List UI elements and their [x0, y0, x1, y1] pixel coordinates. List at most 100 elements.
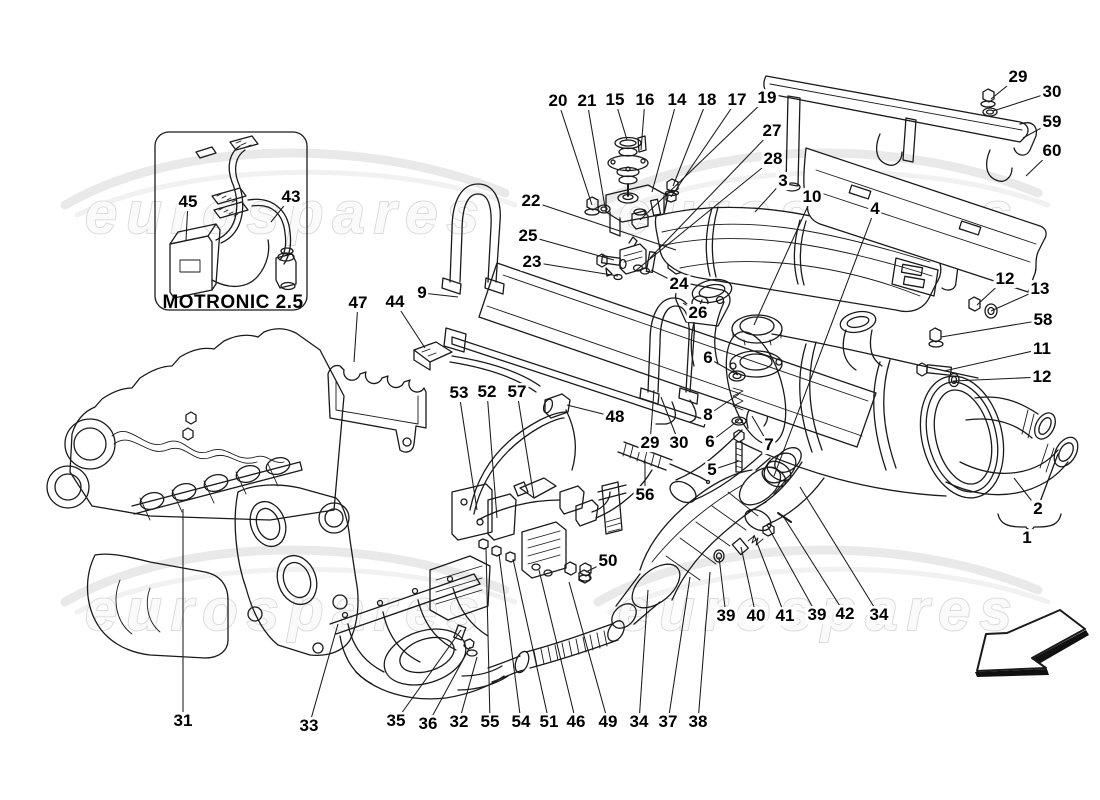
muffler-main-body	[669, 296, 1005, 532]
flex-pipe	[487, 620, 625, 683]
part-label-7: 7	[762, 435, 776, 455]
part-label-51: 51	[537, 712, 561, 732]
part-label-38: 38	[686, 712, 710, 732]
part-label-26: 26	[686, 303, 710, 323]
part-label-47: 47	[346, 293, 370, 313]
leader-line	[667, 576, 691, 723]
upper-heat-shields	[763, 75, 1047, 293]
leader-line	[458, 392, 478, 511]
part-label-14: 14	[665, 90, 689, 110]
leader-line	[308, 623, 339, 727]
leader-line	[670, 99, 738, 198]
engine-cylinder-head	[46, 328, 345, 521]
leader-line	[651, 99, 678, 193]
part-label-24: 24	[667, 274, 691, 294]
part-label-9: 9	[415, 283, 429, 303]
part-label-29: 29	[638, 433, 662, 453]
part-label-41: 41	[773, 606, 797, 626]
motronic-inset-box	[154, 131, 308, 311]
leader-line	[799, 486, 880, 616]
engine-timing-cover	[234, 484, 359, 656]
part-label-58: 58	[1031, 310, 1055, 330]
leader-line	[740, 546, 757, 617]
leader-line	[516, 391, 535, 499]
part-label-21: 21	[575, 91, 599, 111]
leader-line	[353, 302, 359, 363]
part-label-12: 12	[993, 269, 1017, 289]
direction-arrow	[975, 609, 1089, 677]
leader-line	[940, 319, 1044, 338]
part-label-39: 39	[714, 606, 738, 626]
part-label-2: 2	[1031, 499, 1045, 519]
part-label-5: 5	[705, 460, 719, 480]
part-label-59: 59	[1040, 112, 1064, 132]
watermark-swoosh	[593, 545, 1043, 607]
exhaust-manifold	[329, 573, 509, 700]
leader-line	[530, 200, 677, 251]
leader-line	[638, 589, 649, 723]
part-label-8: 8	[701, 405, 715, 425]
leader-line	[527, 235, 615, 261]
leader-line	[531, 261, 619, 277]
small-nuts-50	[578, 562, 592, 582]
part-label-54: 54	[509, 712, 533, 732]
part-label-55: 55	[478, 712, 502, 732]
leader-line	[753, 196, 813, 326]
part-label-16: 16	[633, 90, 657, 110]
tailpipes	[945, 396, 1079, 531]
part-label-36: 36	[416, 714, 440, 734]
leader-line	[773, 208, 876, 477]
part-label-42: 42	[833, 604, 857, 624]
leader-line	[557, 100, 593, 206]
leader-line	[395, 629, 462, 722]
part-label-30: 30	[1040, 82, 1064, 102]
part-label-53: 53	[447, 383, 471, 403]
part-label-56: 56	[633, 485, 657, 505]
part-label-10: 10	[800, 187, 824, 207]
leader-line	[672, 99, 708, 187]
leader-line	[486, 391, 498, 519]
leader-line	[512, 558, 550, 723]
part-label-43: 43	[279, 187, 303, 207]
leader-line	[943, 348, 1043, 372]
part-label-35: 35	[384, 711, 408, 731]
part-label-1: 1	[1020, 528, 1034, 548]
part-label-19: 19	[755, 88, 779, 108]
part-label-30: 30	[667, 433, 691, 453]
part-label-23: 23	[520, 252, 544, 272]
part-label-39: 39	[805, 605, 829, 625]
leader-line	[427, 646, 471, 725]
part-label-52: 52	[475, 382, 499, 402]
air-injection-valve	[584, 135, 680, 237]
part-label-44: 44	[383, 292, 407, 312]
part-label-31: 31	[171, 711, 195, 731]
leader-line	[568, 581, 609, 723]
part-label-34: 34	[867, 605, 891, 625]
part-label-18: 18	[695, 90, 719, 110]
leader-line	[649, 130, 773, 259]
part-label-28: 28	[761, 149, 785, 169]
leader-line	[498, 553, 522, 723]
sensor-cluster	[413, 341, 711, 621]
leader-line	[639, 97, 768, 221]
part-label-4: 4	[868, 199, 882, 219]
heat-shield-panel	[443, 262, 877, 448]
part-label-29: 29	[1006, 67, 1030, 87]
watermark-swoosh	[60, 545, 510, 607]
engine-front-cover	[86, 553, 229, 659]
part-label-32: 32	[447, 712, 471, 732]
motronic-inset	[154, 131, 308, 311]
leader-line	[538, 569, 577, 723]
part-label-49: 49	[596, 712, 620, 732]
leader-line	[952, 376, 1043, 382]
part-label-37: 37	[656, 712, 680, 732]
part-label-6: 6	[703, 432, 717, 452]
motronic-caption: MOTRONIC 2.5	[162, 292, 304, 313]
leader-line	[458, 656, 478, 723]
leader-line	[718, 556, 727, 617]
part-label-45: 45	[176, 192, 200, 212]
part-label-20: 20	[546, 91, 570, 111]
leader-line	[753, 534, 786, 617]
